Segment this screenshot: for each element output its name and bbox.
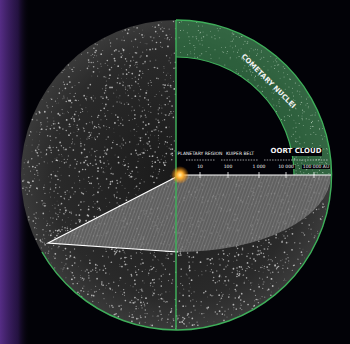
distance-number: 10 (196, 165, 204, 170)
region-label: OORT CLOUD (270, 148, 323, 156)
comet-band (176, 20, 331, 175)
distance-number: 100 000 AU (302, 165, 330, 170)
distance-number: 1 000 (252, 165, 267, 170)
cutaway-interior (176, 57, 294, 175)
band-dots (176, 21, 330, 175)
band-inner-edge (176, 57, 294, 175)
region-label: PLANETARY REGION (177, 152, 224, 157)
distance-number: 100 (223, 165, 234, 170)
region-label: KUIPER BELT (225, 152, 255, 157)
ecliptic-plane (48, 175, 331, 252)
sun (171, 166, 189, 184)
band-title: COMETARY NUCLEI (239, 53, 298, 112)
cutaway-outline (42, 20, 332, 330)
cloud-sphere (21, 20, 331, 330)
range-brackets (186, 160, 328, 161)
plane-edge (48, 175, 180, 252)
distance-number: 10 000 (277, 165, 295, 170)
distance-axis (180, 174, 331, 175)
axis-ticks (200, 172, 314, 178)
